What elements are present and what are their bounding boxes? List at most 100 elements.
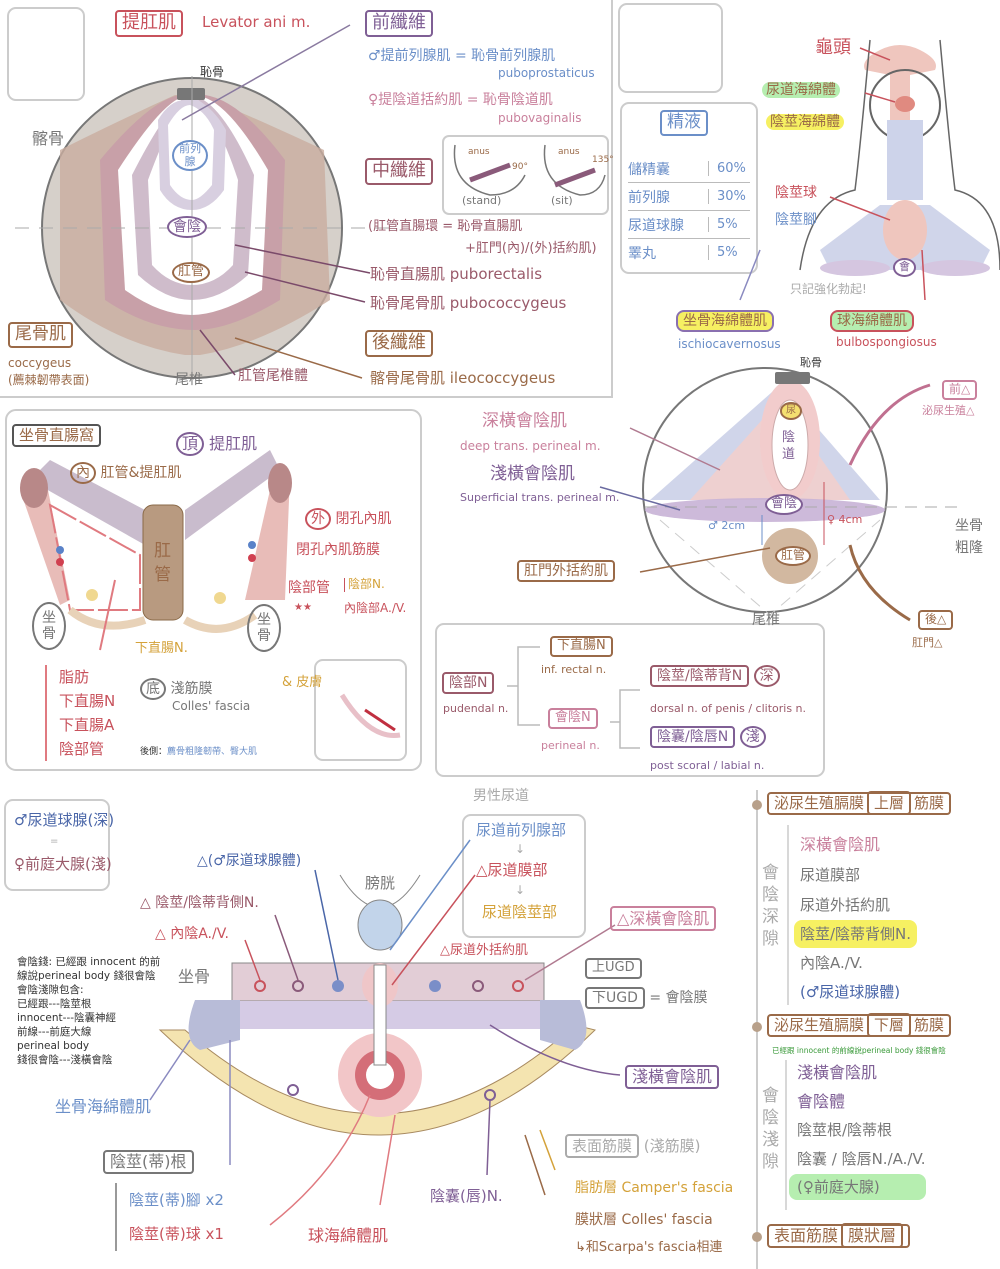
semen-row: 前列腺 30%	[628, 183, 750, 211]
ug-ischium: 坐骨	[178, 967, 211, 986]
levator-ani-diagram	[15, 24, 390, 379]
pudendal-root-en: pudendal n.	[443, 702, 509, 715]
deep-item: 尿道膜部	[800, 866, 861, 884]
ug-root-title: 陰莖(蒂)根	[103, 1150, 194, 1175]
skin-label: & 皮膚	[282, 675, 323, 690]
stand-sit-sketch	[453, 144, 606, 196]
levator-title-en: Levator ani m.	[202, 13, 311, 31]
inf-rectal-n: 下直腸N	[550, 636, 613, 657]
note-line: innocent---陰囊神經	[17, 1012, 117, 1024]
note-line: 會陰淺隙包含:	[17, 984, 84, 996]
label-ischiocavernosus-en: ischiocavernosus	[678, 337, 781, 351]
deep-space-list: 深橫會陰肌 尿道膜部 尿道外括約肌 陰莖/陰蒂背側N. 內陰A./V. (♂尿道…	[794, 830, 918, 1006]
label-puborectalis: 恥骨直腸肌 puborectalis	[370, 265, 543, 283]
arrow-down-icon: ↓	[515, 842, 526, 856]
sup-item: 陰囊 / 陰唇N./A./V.	[797, 1150, 926, 1168]
label-perineum: 會陰	[167, 216, 207, 239]
gland-male: ♂尿道球腺(深)	[14, 811, 115, 829]
erection-note: 只記強化勃起!	[790, 282, 867, 296]
inf-rectal-n-label: 下直腸N.	[135, 641, 188, 656]
label-spongiosum: 尿道海綿體	[762, 82, 840, 99]
sup-space-label: 會陰淺隙	[762, 1086, 779, 1173]
levator-title: 提肛肌	[115, 10, 183, 37]
layer-upper-fascia: 泌尿生殖膈膜上層筋膜	[767, 791, 952, 816]
label-bulbospongiosus: 球海綿體肌	[830, 310, 914, 333]
label-coccygeus-en: coccygeus	[8, 356, 72, 370]
semen-name: 前列腺	[628, 189, 670, 206]
posterior-label: 後側：	[140, 747, 168, 757]
deep-tag: 深	[753, 665, 780, 688]
scrotal-n-item: 陰囊/陰唇N 淺	[650, 726, 766, 749]
label-bulbospongiosus-en: bulbospongiosus	[836, 335, 937, 349]
ug-bladder: 膀胱	[365, 874, 396, 892]
semen-pct: 30%	[708, 189, 746, 204]
vessels	[254, 980, 524, 1101]
ug-ext-sphincter: △尿道外括約肌	[440, 943, 528, 958]
scrotal-n-en: post scoral / labial n.	[650, 759, 765, 772]
layer-upper-a: 泌尿生殖膈膜	[774, 794, 865, 812]
fascia-membranous: 膜狀層 Colles' fascia	[575, 1212, 713, 1228]
ug-root-list: 陰莖(蒂)腳 x2 陰莖(蒂)球 x1	[115, 1183, 224, 1251]
label-glans: 龜頭	[815, 37, 851, 58]
ug-dorsal-n: △ 陰莖/陰蒂背側N.	[140, 895, 259, 911]
pudendal-root: 陰部N	[442, 672, 495, 695]
deep-item: 陰莖/陰蒂背側N.	[794, 920, 918, 948]
label-anococcygeal: 肛管尾椎體	[238, 368, 308, 384]
pudendal-tree-lines	[507, 646, 640, 749]
note-line: 已經跟---陰莖根	[17, 998, 92, 1010]
contents-item: 脂肪	[59, 668, 90, 686]
ug-deep-trans: △深橫會陰肌	[610, 906, 717, 931]
semen-pct: 60%	[708, 161, 746, 176]
urethra-prostatic: 尿道前列腺部	[476, 821, 567, 839]
medial-tag: 內	[70, 462, 96, 485]
semen-pct: 5%	[708, 245, 738, 260]
lateral-label: 閉孔內肌	[335, 511, 392, 527]
floor-label-en: Colles' fascia	[172, 699, 251, 713]
deep-item: 尿道外括約肌	[800, 896, 891, 914]
label-pubococcygeus: 恥骨尾骨肌 pubococcygeus	[370, 294, 567, 312]
sup-item: (♀前庭大腺)	[789, 1174, 926, 1200]
contents-item: 下直腸N	[59, 692, 116, 710]
fp-pubis: 恥骨	[800, 356, 822, 369]
superficial-tag: 淺	[739, 726, 766, 749]
fp-sup-trans: 淺橫會陰肌	[490, 464, 575, 484]
layer-surface-a: 表面筋膜	[774, 1226, 839, 1245]
label-perineum-short: 會	[893, 258, 916, 277]
anus-label-2: anus	[558, 147, 580, 157]
deep-item: 內陰A./V.	[800, 954, 863, 972]
ug-crus: 陰莖(蒂)腳 x2	[129, 1191, 224, 1209]
deep-item: 深橫會陰肌	[800, 835, 881, 854]
fascia-fatty: 脂肪層 Camper's fascia	[575, 1180, 734, 1196]
fp-male-distance: ♂ 2cm	[708, 519, 746, 532]
layer-lower-a: 泌尿生殖膈膜	[774, 1016, 865, 1034]
label-pubis: 恥骨	[200, 65, 225, 79]
fp-ischial-2: 粗隆	[955, 540, 983, 556]
ug-bulb: 陰莖(蒂)球 x1	[129, 1225, 224, 1243]
note-line: 錢很會陰---淺橫會陰	[17, 1054, 113, 1066]
fp-female-distance: ♀ 4cm	[827, 513, 863, 526]
pudendal-canal-label: 陰部管	[288, 580, 330, 596]
fp-sup-trans-en: Superficial trans. perineal m.	[460, 491, 620, 504]
floor-tag: 底	[140, 678, 166, 701]
contents-item: 下直腸A	[59, 716, 115, 734]
posterior-fiber-title: 後纖維	[365, 330, 433, 357]
note-line: 會陰錢: 已經跟 innocent 的前	[17, 956, 161, 968]
anorectal-ring-2: +肛門(內)/(外)括約肌)	[465, 241, 597, 256]
sit-label: (sit)	[551, 194, 573, 207]
layer-mnemonic: 已經跟 innocent 的前線說perineal body 錢很會陰	[772, 1046, 946, 1055]
urethra-membranous: △尿道膜部	[476, 861, 548, 879]
fp-deep-trans-en: deep trans. perineal m.	[460, 439, 601, 453]
label-crus: 陰莖腳	[775, 212, 817, 228]
anterior-male: ♂提前列腺肌 = 恥骨前列腺肌	[368, 48, 556, 64]
semen-title: 精液	[660, 110, 708, 136]
note-line: 前線---前庭大線	[17, 1026, 92, 1038]
label-prostate: 前列腺	[172, 140, 208, 172]
anterior-female: ♀提陰道括約肌 = 恥骨陰道肌	[368, 92, 553, 108]
fascia-scarpa: ↳和Scarpa's fascia相連	[575, 1240, 723, 1255]
middle-fiber-title: 中纖維	[365, 158, 433, 185]
roof-label: 提肛肌	[209, 434, 258, 453]
lateral-fascia-label: 閉孔內肌筋膜	[296, 542, 380, 558]
anterior-fiber-title: 前纖維	[365, 10, 433, 37]
